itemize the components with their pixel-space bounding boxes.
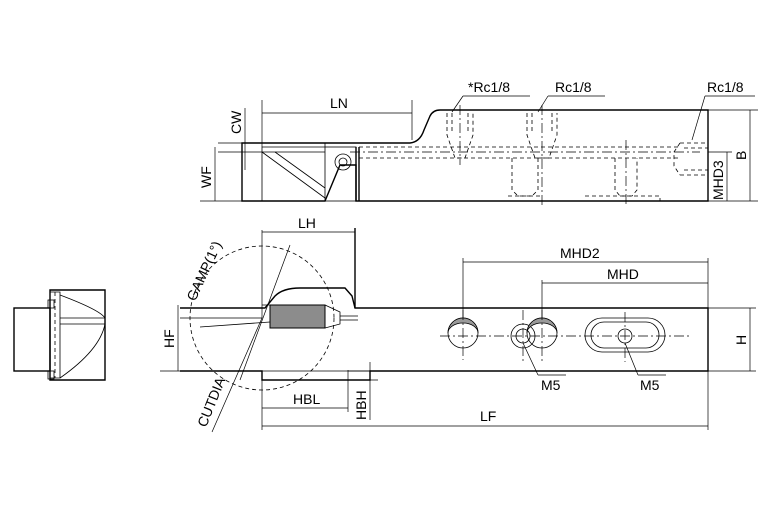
side-view-tab-top	[47, 299, 55, 309]
rc3-leader-arrow	[691, 95, 706, 141]
side-view-head	[49, 289, 106, 381]
lf-label: LF	[480, 408, 496, 424]
ln-label: LN	[330, 95, 348, 111]
top-view-dimensions: LN CW WF *Rc1/8 Rc1/8 Rc1/8 B MHD3	[198, 79, 758, 202]
port1-hidden	[446, 113, 474, 159]
rake-line	[199, 321, 271, 328]
blade-wedge	[261, 151, 326, 201]
front-view-outline	[180, 287, 709, 381]
port3-hidden	[673, 142, 708, 176]
lower-bore-1	[511, 158, 539, 197]
side-view-insert	[60, 317, 105, 325]
rc3-label: Rc1/8	[707, 79, 744, 95]
wf-label: WF	[198, 166, 214, 188]
hbl-label: HBL	[293, 391, 320, 407]
lh-label: LH	[298, 215, 316, 231]
insert-tip	[269, 304, 326, 329]
side-view-tab-bottom	[47, 370, 55, 380]
hf-label: HF	[161, 329, 177, 348]
hbh-label: HBH	[353, 390, 369, 420]
gamp-angle-line	[239, 244, 291, 381]
port3-thread	[684, 147, 708, 171]
hole-2-shade	[526, 317, 558, 334]
clamp-screw-icon	[334, 153, 352, 171]
rc1-label: *Rc1/8	[468, 79, 510, 95]
hole-1-shade	[447, 317, 479, 334]
top-view	[241, 105, 709, 205]
m5a-leader	[522, 342, 539, 376]
lower-bore-2-base	[585, 195, 661, 201]
cutdia-line	[211, 317, 263, 433]
side-view	[13, 289, 106, 381]
front-view	[180, 228, 709, 433]
insert-edges	[262, 304, 341, 329]
cutdia-label: CUTDIA	[194, 374, 229, 429]
insert-pin	[340, 315, 358, 321]
gamp-label: GAMP(1°)	[183, 239, 225, 304]
h-label: H	[733, 335, 749, 345]
port1-thread	[451, 113, 469, 132]
mhd-label: MHD	[607, 266, 639, 282]
port2-thread	[531, 113, 553, 132]
mhd2-label: MHD2	[560, 245, 600, 261]
side-view-curves	[59, 294, 106, 379]
m5b-label: M5	[640, 377, 660, 393]
blade-plate	[242, 142, 326, 153]
mhd3-label: MHD3	[710, 160, 726, 200]
clamp-screw-inner-icon	[338, 157, 348, 167]
cw-label: CW	[228, 110, 244, 134]
rc2-label: Rc1/8	[555, 79, 592, 95]
b-label: B	[733, 151, 749, 160]
rc1-leader-arrow	[451, 95, 464, 113]
top-view-outline	[241, 109, 709, 202]
rc2-leader-arrow	[537, 95, 549, 113]
m5b-leader	[624, 342, 639, 376]
m5a-label: M5	[541, 377, 561, 393]
side-view-shank	[13, 307, 51, 372]
clamp-block	[324, 146, 357, 202]
